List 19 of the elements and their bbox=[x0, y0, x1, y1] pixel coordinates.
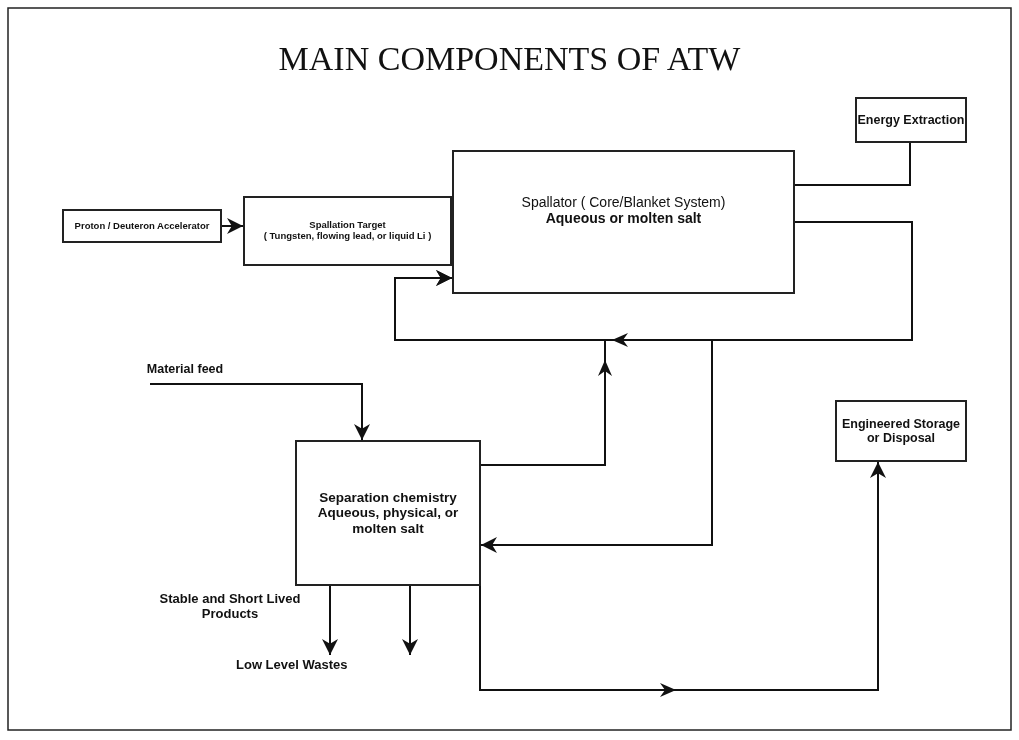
process-box bbox=[835, 400, 967, 462]
node-title: Spallator ( Core/Blanket System) bbox=[521, 194, 726, 211]
diagram-title: MAIN COMPONENTS OF ATW bbox=[277, 40, 742, 78]
process-box bbox=[243, 196, 452, 266]
node-title: Engineered Storage or Disposal bbox=[840, 416, 962, 446]
node-title: Proton / Deuteron Accelerator bbox=[74, 220, 210, 232]
node-subtitle: Aqueous, physical, or molten salt bbox=[316, 505, 460, 537]
process-box bbox=[295, 440, 481, 586]
node-label: Material feed bbox=[146, 361, 224, 377]
process-box bbox=[855, 97, 967, 143]
node-subtitle: ( Tungsten, flowing lead, or liquid Li ) bbox=[263, 231, 432, 242]
node-title: Separation chemistry bbox=[319, 489, 457, 506]
node-subtitle: Aqueous or molten salt bbox=[545, 210, 702, 227]
node-label: Low Level Wastes bbox=[236, 657, 348, 673]
process-box bbox=[452, 150, 795, 294]
edge-label: Stable and Short Lived Products bbox=[158, 592, 302, 622]
node-title: Spallation Target bbox=[309, 220, 386, 231]
process-box bbox=[62, 209, 222, 243]
node-title: Energy Extraction bbox=[857, 112, 965, 128]
